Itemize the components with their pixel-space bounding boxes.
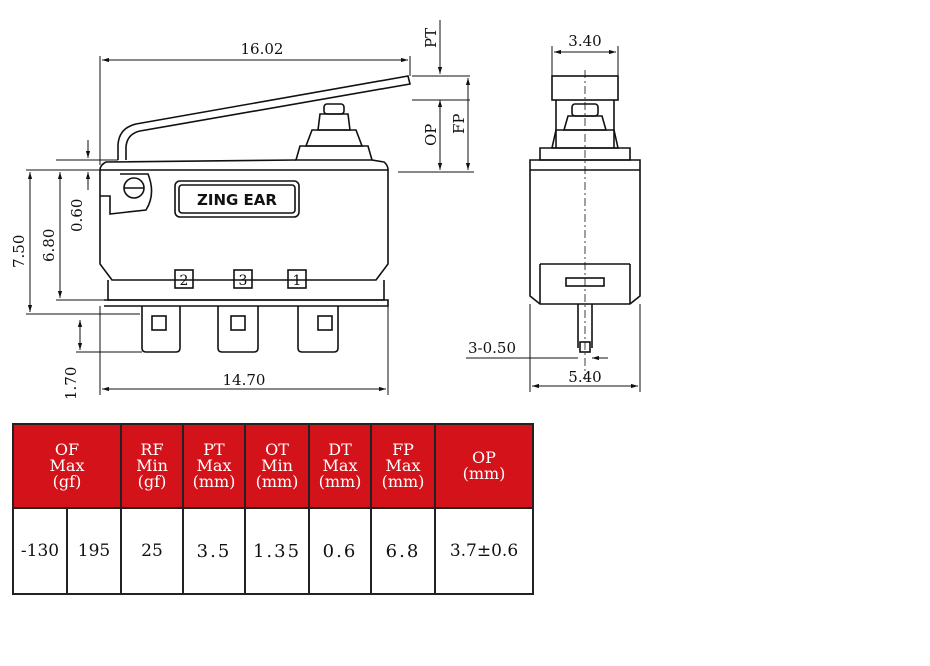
dim-op: OP [422, 124, 440, 146]
actuator-button [323, 103, 345, 115]
cell-of-min: -130 [12, 507, 68, 595]
header-rf: RF Min (gf) [120, 423, 184, 509]
header-dt: DT Max (mm) [308, 423, 372, 509]
brand-plate [174, 180, 300, 218]
terminal-number-1: 1 [293, 273, 302, 289]
cell-ot: 1.35 [244, 507, 310, 595]
dim-height-small: 0.60 [68, 199, 86, 232]
front-view [99, 75, 411, 353]
switch-drawing: ZING EAR 2 3 1 16.02 PT OP FP 7.50 6.80 … [10, 20, 641, 400]
dim-length-bottom: 14.70 [223, 371, 266, 389]
terminal-number-2: 2 [180, 273, 189, 289]
lever [117, 75, 411, 160]
header-pt: PT Max (mm) [182, 423, 246, 509]
header-ot: OT Min (mm) [244, 423, 310, 509]
header-of: OF Max (gf) [12, 423, 122, 509]
side-dimension-lines [466, 46, 641, 392]
terminal-number-3: 3 [239, 273, 248, 289]
table-row: -130 195 25 3.5 1.35 0.6 6.8 3.7±0.6 [12, 507, 534, 595]
dim-pin-spec: 3-0.50 [468, 339, 516, 357]
cell-rf: 25 [120, 507, 184, 595]
dim-height-total: 7.50 [10, 235, 28, 268]
table-header-row: OF Max (gf) RF Min (gf) PT Max (mm) OT M… [12, 423, 534, 509]
spec-table: OF Max (gf) RF Min (gf) PT Max (mm) OT M… [12, 423, 534, 595]
dim-length-top: 16.02 [241, 40, 284, 58]
dim-pt: PT [422, 28, 440, 48]
brand-label: ZING EAR [197, 191, 277, 209]
dim-height-body: 6.80 [40, 229, 58, 262]
terminals [141, 306, 339, 353]
dim-terminal-height: 1.70 [62, 367, 80, 400]
cell-pt: 3.5 [182, 507, 246, 595]
dim-fp: FP [450, 113, 468, 134]
cell-of-max: 195 [66, 507, 122, 595]
header-op: OP (mm) [434, 423, 534, 509]
cell-dt: 0.6 [308, 507, 372, 595]
header-fp: FP Max (mm) [370, 423, 436, 509]
dim-width-side: 3.40 [568, 32, 601, 50]
cell-fp: 6.8 [370, 507, 436, 595]
front-dimension-lines [26, 20, 474, 395]
cell-op: 3.7±0.6 [434, 507, 534, 595]
dim-width-bottom: 5.40 [568, 368, 601, 386]
